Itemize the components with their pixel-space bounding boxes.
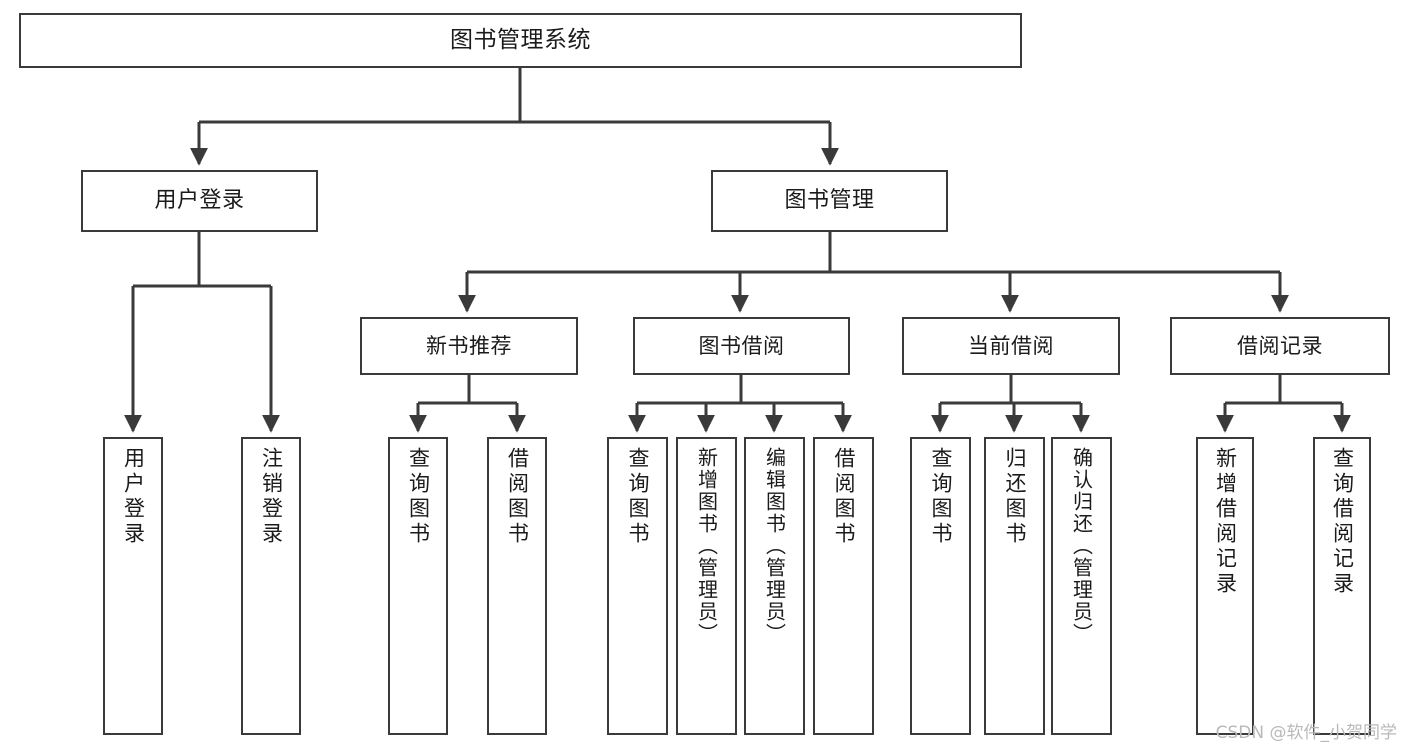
node-leaf-cur-query-book[interactable]: 查询图书 xyxy=(910,437,971,735)
node-borrow-record[interactable]: 借阅记录 xyxy=(1170,317,1390,375)
node-leaf-borrow-query-book[interactable]: 查询图书 xyxy=(607,437,668,735)
node-leaf-rec-add-record[interactable]: 新增借阅记录 xyxy=(1196,437,1254,735)
node-leaf-rec-borrow-book-label: 借阅图书 xyxy=(505,447,530,547)
node-leaf-borrow-borrow-book-label: 借阅图书 xyxy=(832,447,857,547)
node-leaf-rec-borrow-book[interactable]: 借阅图书 xyxy=(487,437,547,735)
node-current-borrow-label: 当前借阅 xyxy=(968,333,1054,358)
node-leaf-rec-add-record-label: 新增借阅记录 xyxy=(1213,447,1238,597)
node-borrow-record-label: 借阅记录 xyxy=(1237,333,1323,358)
node-leaf-rec-query-book-label: 查询图书 xyxy=(406,447,431,547)
node-leaf-user-logout[interactable]: 注销登录 xyxy=(241,437,301,735)
node-root-label: 图书管理系统 xyxy=(450,27,591,54)
node-leaf-cur-return-book[interactable]: 归还图书 xyxy=(984,437,1045,735)
node-new-book-recommend[interactable]: 新书推荐 xyxy=(360,317,578,375)
node-user-login-label: 用户登录 xyxy=(154,188,245,214)
node-leaf-borrow-borrow-book[interactable]: 借阅图书 xyxy=(813,437,874,735)
node-leaf-rec-query-record-label: 查询借阅记录 xyxy=(1330,447,1355,597)
node-leaf-borrow-edit-book[interactable]: 编辑图书（管理员） xyxy=(744,437,805,735)
node-book-manage[interactable]: 图书管理 xyxy=(711,170,948,232)
node-leaf-borrow-add-book[interactable]: 新增图书（管理员） xyxy=(676,437,737,735)
node-current-borrow[interactable]: 当前借阅 xyxy=(902,317,1120,375)
node-leaf-cur-confirm-return-label: 确认归还（管理员） xyxy=(1069,447,1094,645)
node-leaf-rec-query-book[interactable]: 查询图书 xyxy=(388,437,448,735)
node-leaf-cur-return-book-label: 归还图书 xyxy=(1003,447,1028,547)
node-book-manage-label: 图书管理 xyxy=(784,188,875,214)
watermark: CSDN @软件_小贺同学 xyxy=(1215,723,1397,743)
node-book-borrow-label: 图书借阅 xyxy=(698,333,785,358)
node-leaf-rec-query-record[interactable]: 查询借阅记录 xyxy=(1313,437,1371,735)
node-new-book-recommend-label: 新书推荐 xyxy=(426,333,512,358)
node-book-borrow[interactable]: 图书借阅 xyxy=(633,317,850,375)
node-leaf-user-logout-label: 注销登录 xyxy=(259,447,284,547)
node-user-login[interactable]: 用户登录 xyxy=(81,170,318,232)
node-leaf-borrow-edit-book-label: 编辑图书（管理员） xyxy=(762,447,787,645)
node-leaf-user-login[interactable]: 用户登录 xyxy=(103,437,163,735)
node-leaf-cur-confirm-return[interactable]: 确认归还（管理员） xyxy=(1051,437,1112,735)
node-leaf-borrow-query-book-label: 查询图书 xyxy=(626,447,651,547)
node-leaf-borrow-add-book-label: 新增图书（管理员） xyxy=(694,447,719,645)
node-root[interactable]: 图书管理系统 xyxy=(19,13,1022,68)
node-leaf-cur-query-book-label: 查询图书 xyxy=(929,447,954,547)
node-leaf-user-login-label: 用户登录 xyxy=(121,447,146,547)
